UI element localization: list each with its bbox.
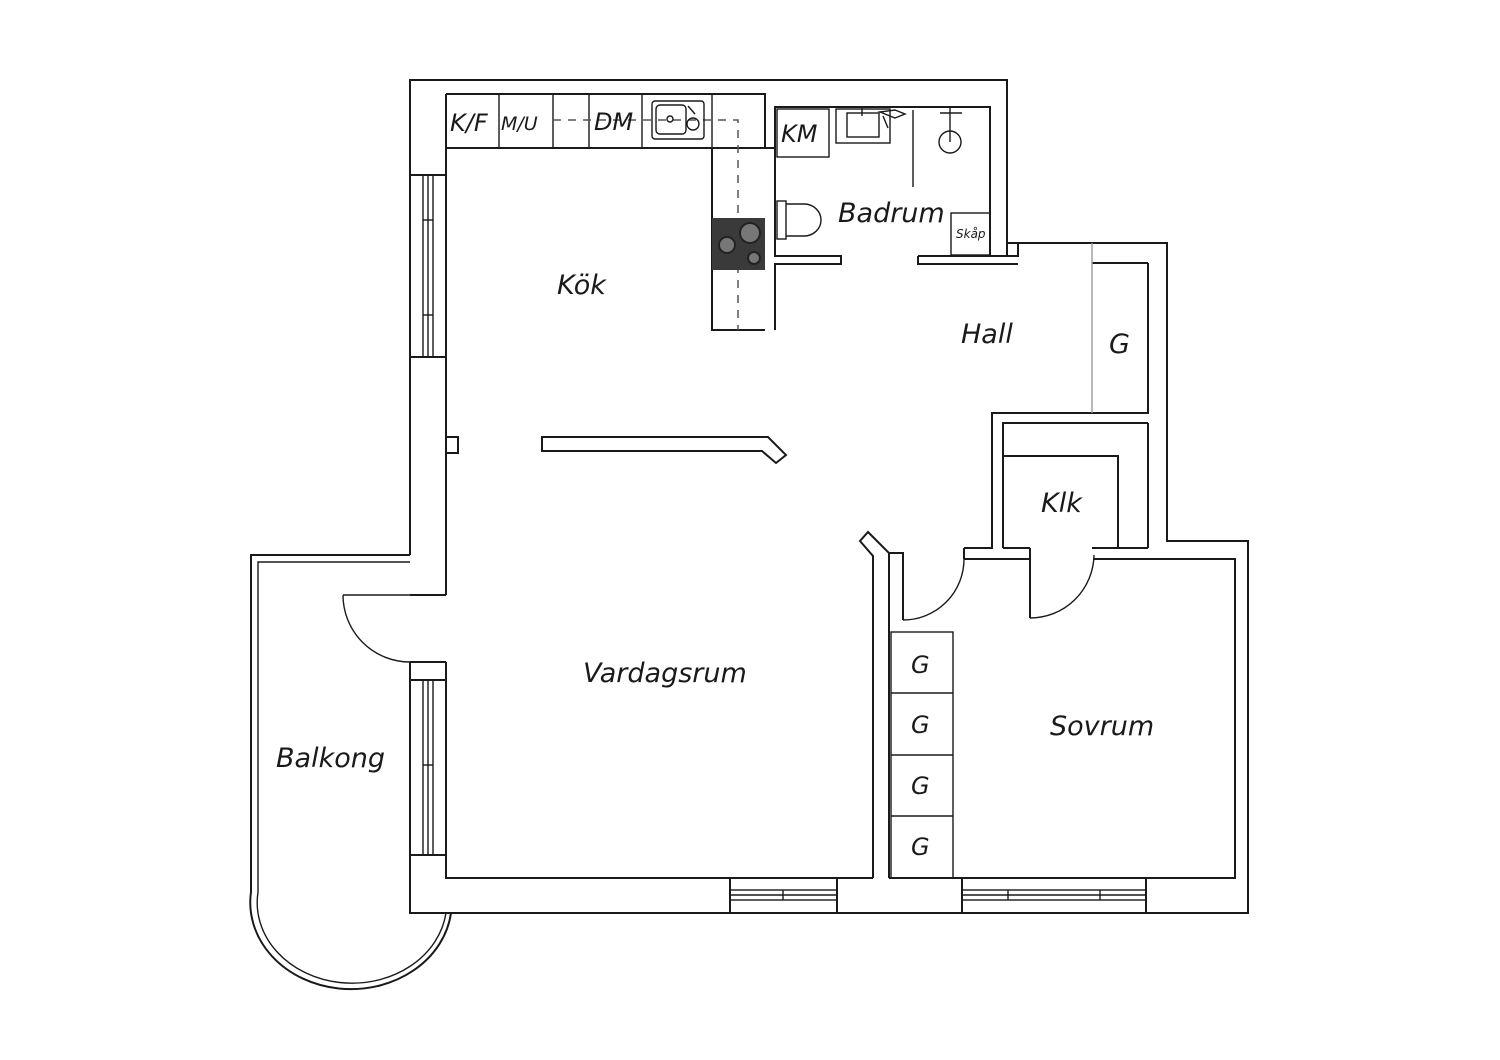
room-label-hall: Hall: [961, 319, 1013, 350]
toilet: [776, 200, 822, 240]
cabinet-label: Skåp: [956, 227, 986, 241]
wardrobe-label: G: [911, 651, 930, 679]
wardrobe-label: G: [911, 772, 930, 800]
cabinet: [950, 212, 991, 256]
wardrobe-label-hall: G: [1109, 329, 1130, 360]
shower: [938, 106, 962, 154]
room-divider: [541, 436, 788, 465]
window-living-bottom: [729, 878, 838, 913]
wardrobe-label: G: [911, 833, 930, 861]
room-label-closet: Klk: [1041, 488, 1083, 519]
balcony-outline: [249, 554, 452, 991]
bathroom-walls: [774, 106, 1019, 330]
outer-walls: [409, 79, 1249, 914]
microwave-oven-label: M/U: [501, 113, 538, 135]
kitchen-counter: [445, 93, 766, 331]
room-label-living: Vardagsrum: [583, 658, 747, 689]
dishwasher-label: DM: [594, 108, 633, 136]
wardrobe-label: G: [911, 711, 930, 739]
window-living: [410, 679, 446, 856]
washing-machine-label: KM: [781, 120, 818, 148]
room-label-kitchen: Kök: [557, 270, 607, 301]
room-label-bedroom: Sovrum: [1050, 711, 1154, 742]
balcony-door[interactable]: [342, 594, 446, 663]
bathroom-sink: [835, 107, 914, 187]
room-label-bathroom: Badrum: [838, 198, 945, 229]
wall-notch: [446, 436, 459, 454]
fridge-freezer-label: K/F: [450, 109, 489, 137]
washing-machine: [776, 108, 830, 158]
room-label-balcony: Balkong: [276, 743, 385, 774]
window-bedroom-bottom: [961, 878, 1147, 913]
window-kitchen: [410, 174, 446, 358]
kitchen-sink: [651, 100, 705, 140]
interior-walls: [858, 422, 1235, 879]
